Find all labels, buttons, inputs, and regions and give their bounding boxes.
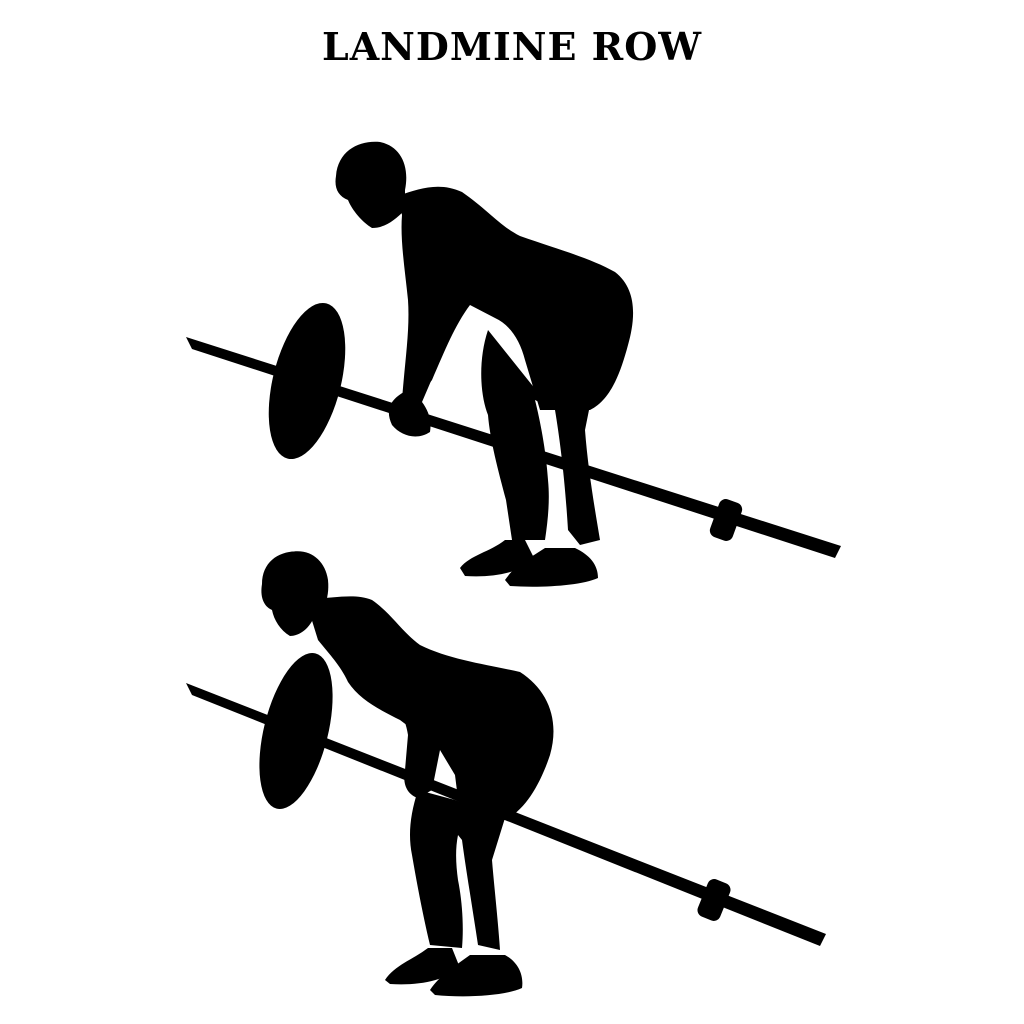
legs-top: [481, 330, 600, 545]
collar-top: [709, 499, 743, 541]
head-top: [335, 141, 407, 228]
figure-end: [186, 551, 826, 997]
arm-top: [388, 255, 470, 437]
shoe-front-top: [505, 548, 598, 587]
figure-start: [186, 141, 841, 587]
torso-bottom: [305, 596, 554, 820]
arm-bottom: [380, 685, 440, 798]
torso-top: [398, 186, 634, 410]
legs-bottom: [410, 790, 505, 950]
exercise-title: LANDMINE ROW: [321, 24, 702, 69]
shoe-front-bottom: [430, 955, 523, 997]
weight-plate-top: [268, 302, 346, 460]
weight-plate-bottom: [259, 652, 333, 810]
collar-bottom: [697, 879, 731, 921]
shoe-back-top: [460, 540, 535, 577]
shoe-back-bottom: [385, 948, 460, 985]
